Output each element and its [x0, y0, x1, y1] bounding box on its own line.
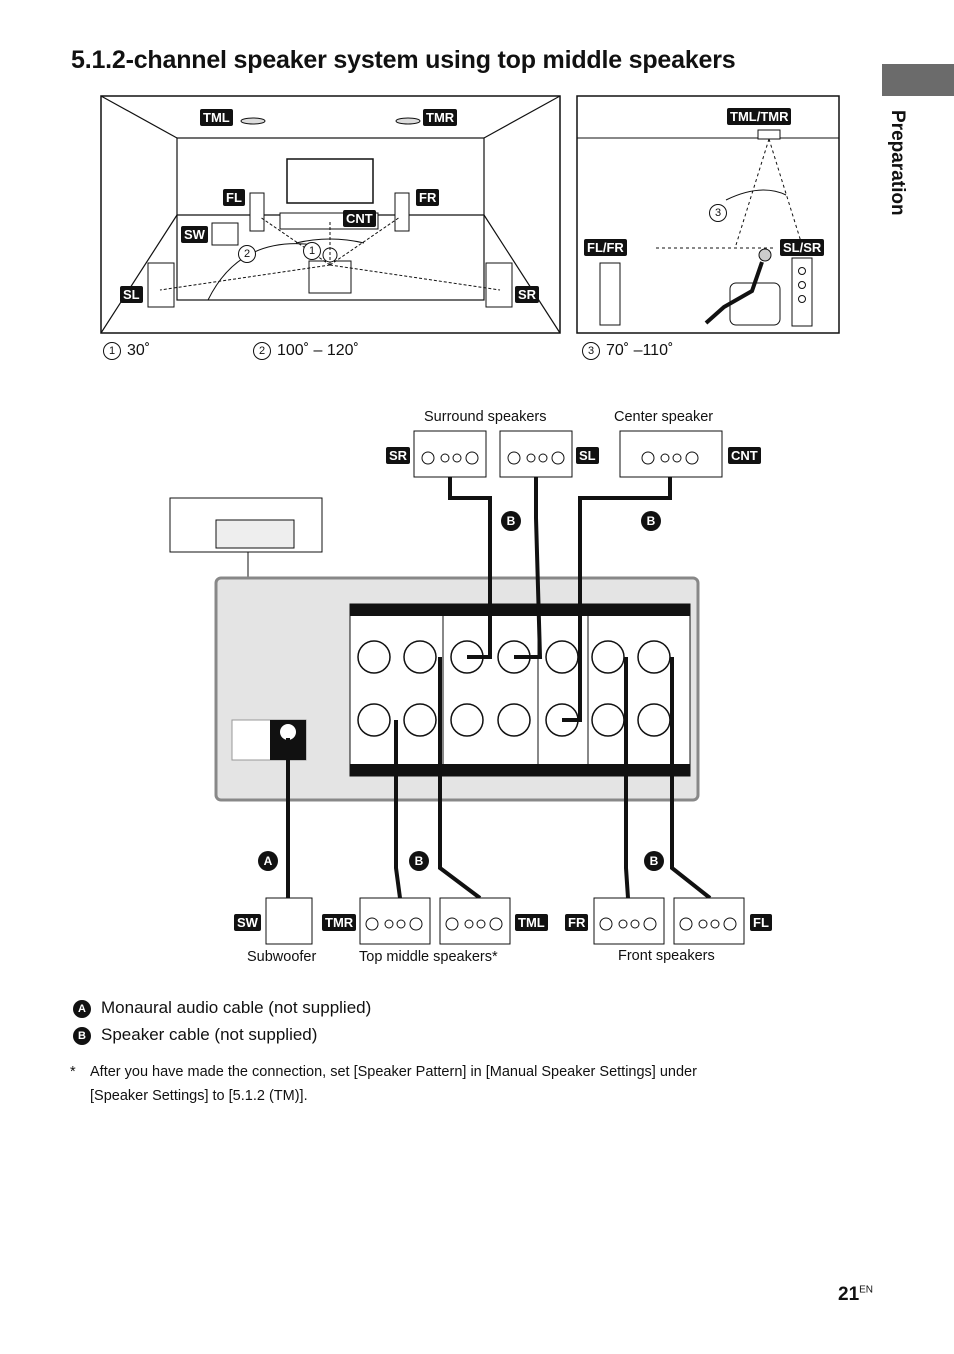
tmr-tag: TMR	[423, 109, 458, 126]
section-tab	[882, 64, 954, 96]
sw-tag: SW	[181, 226, 208, 243]
fl-fr-tag: FL/FR	[584, 239, 627, 256]
page-title: 5.1.2-channel speaker system using top m…	[71, 46, 736, 74]
side-diagram	[576, 95, 840, 334]
tml-tag: TML	[200, 109, 233, 126]
cable-b-marker: B	[409, 851, 429, 871]
cable-b-marker: B	[641, 511, 661, 531]
center-speaker-label: Center speaker	[614, 409, 714, 425]
sw-terminal-tag: SW	[234, 914, 261, 931]
fr-tag: FR	[416, 189, 440, 206]
front-speakers-label: Front speakers	[618, 948, 715, 964]
sr-tag: SR	[515, 286, 540, 303]
sl-sr-tag: SL/SR	[780, 239, 825, 256]
sr-terminal-tag: SR	[386, 447, 411, 464]
tml-terminal-tag: TML	[515, 914, 548, 931]
cnt-tag: CNT	[343, 210, 376, 227]
fl-tag: FL	[223, 189, 245, 206]
cable-b-marker: B	[644, 851, 664, 871]
tmr-terminal-tag: TMR	[322, 914, 357, 931]
room-diagram	[100, 95, 561, 334]
footnote-line2: [Speaker Settings] to [5.1.2 (TM)].	[90, 1088, 308, 1104]
sl-tag: SL	[120, 286, 143, 303]
cable-b-marker: B	[501, 511, 521, 531]
page-number: 21EN	[838, 1284, 874, 1305]
footnote-mark: *	[70, 1064, 76, 1080]
cnt-terminal-tag: CNT	[728, 447, 761, 464]
callout-2: 2	[238, 245, 256, 263]
surround-speakers-label: Surround speakers	[424, 409, 547, 425]
subwoofer-label: Subwoofer	[247, 949, 317, 965]
cable-a-marker: A	[258, 851, 278, 871]
wiring-diagram	[169, 430, 745, 945]
fl-terminal-tag: FL	[750, 914, 772, 931]
fr-terminal-tag: FR	[565, 914, 589, 931]
top-middle-label: Top middle speakers*	[359, 949, 498, 965]
callout-1: 1	[303, 242, 321, 260]
footnote-line1: After you have made the connection, set …	[90, 1064, 697, 1080]
callout-3: 3	[709, 204, 727, 222]
section-label: Preparation	[887, 110, 908, 216]
sl-terminal-tag: SL	[576, 447, 599, 464]
tml-tmr-tag: TML/TMR	[727, 108, 792, 125]
